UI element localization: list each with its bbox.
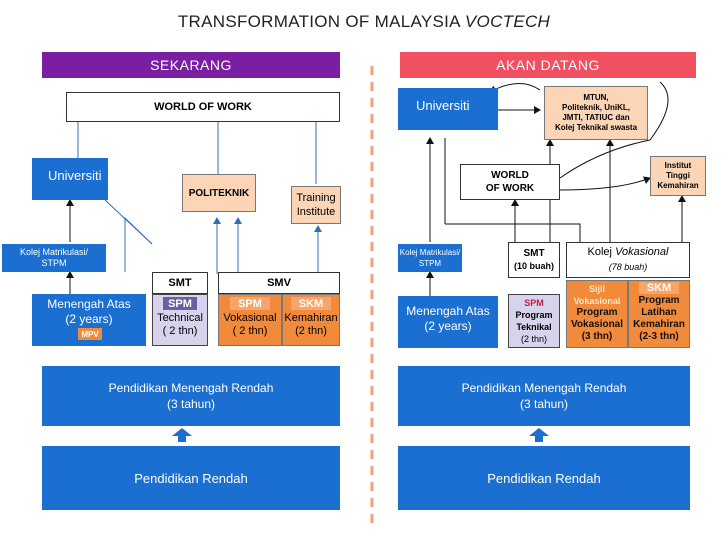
vokasional-box-left: SPM Vokasional ( 2 thn) <box>218 294 282 346</box>
politeknik-box: POLITEKNIK <box>182 174 256 212</box>
sekarang-banner: SEKARANG <box>42 52 340 78</box>
menengah-rendah-box-right: Pendidikan Menengah Rendah (3 tahun) <box>398 366 690 426</box>
kemahiran-box-left: SKM Kemahiran (2 thn) <box>282 294 340 346</box>
program-latihan-kemahiran-box: SKM Program Latihan Kemahiran (2-3 thn) <box>628 280 690 348</box>
kolej-matrikulasi-box-left: Kolej Matrikulasi/ STPM <box>2 244 106 272</box>
pendidikan-rendah-box-right: Pendidikan Rendah <box>398 446 690 510</box>
spm-tag-technical: SPM <box>163 297 197 310</box>
kolej-matrikulasi-box-right: Kolej Matrikulasi/ STPM <box>398 244 462 272</box>
institut-tinggi-kemahiran-box: Institut Tinggi Kemahiran <box>650 156 706 196</box>
mpv-tag: MPV <box>78 328 102 340</box>
spm-tag-vokasional: SPM <box>230 297 270 310</box>
smv-label: SMV <box>218 272 340 294</box>
training-institute-box: Training Institute <box>291 186 341 224</box>
menengah-atas-box-right: Menengah Atas (2 years) <box>398 296 498 348</box>
kolej-vokasional-label: Kolej Vokasional (78 buah) <box>566 242 690 278</box>
world-of-work-box-right: WORLD OF WORK <box>460 164 560 200</box>
program-vokasional-box: Sijil Vokasional Program Vokasional (3 t… <box>566 280 628 348</box>
spm-tag-right: SPM <box>524 298 544 308</box>
akan-datang-banner: AKAN DATANG <box>400 52 696 78</box>
smt-label-right: SMT (10 buah) <box>508 242 560 278</box>
universiti-box-left: Universiti <box>32 158 108 200</box>
world-of-work-box: WORLD OF WORK <box>66 92 340 122</box>
skm-tag-left: SKM <box>291 297 331 310</box>
menengah-rendah-box-left: Pendidikan Menengah Rendah (3 tahun) <box>42 366 340 426</box>
universiti-box-right: Universiti <box>398 88 498 130</box>
program-teknikal-box: SPM Program Teknikal (2 thn) <box>508 294 560 348</box>
pendidikan-rendah-box-left: Pendidikan Rendah <box>42 446 340 510</box>
mtun-box: MTUN, Politeknik, UniKL, JMTI, TATIUC da… <box>544 86 648 140</box>
smt-label-left: SMT <box>152 272 208 294</box>
skm-tag-right: SKM <box>639 282 679 294</box>
technical-box: SPM Technical ( 2 thn) <box>152 294 208 346</box>
page-title: TRANSFORMATION OF MALAYSIA VOCTECH <box>177 12 551 31</box>
